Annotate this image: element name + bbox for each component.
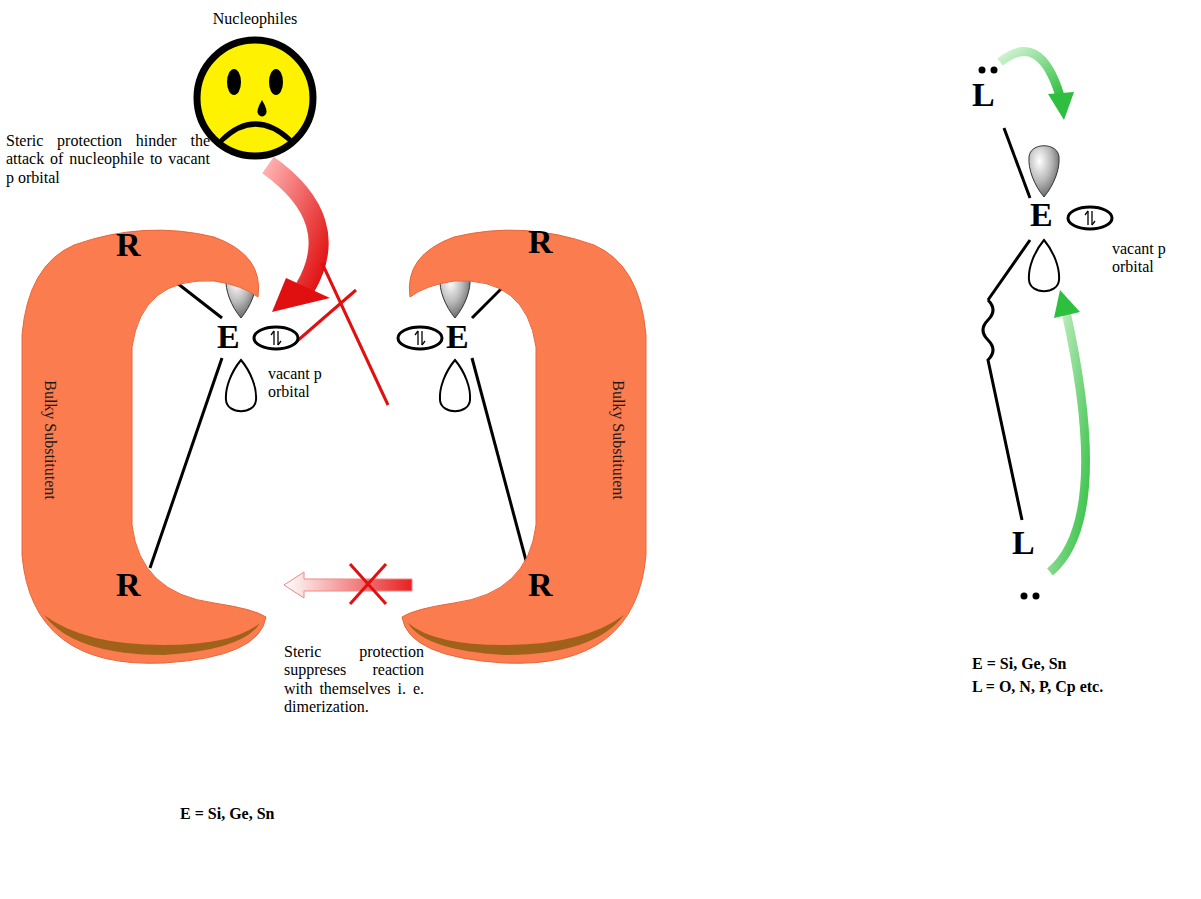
bulky-substituent: Bulky Substitutent <box>398 225 654 667</box>
atom-label: R <box>116 568 156 602</box>
atom-label: R <box>528 225 568 259</box>
note-text: Steric protection hinder the attack of n… <box>6 132 210 187</box>
atom-label: E <box>217 320 257 354</box>
atom-label: R <box>528 568 568 602</box>
atom-label: L <box>1012 526 1052 560</box>
element-list: L = O, N, P, Cp etc. <box>972 678 1172 696</box>
orbital-label: vacant p orbital <box>268 365 338 402</box>
atom-label: E <box>446 320 486 354</box>
vertical-label: Bulky Substitutent <box>41 380 59 500</box>
element-list: E = Si, Ge, Sn <box>972 655 1132 673</box>
element-list: E = Si, Ge, Sn <box>180 805 340 823</box>
atom-label: E <box>1030 198 1070 232</box>
heading-label: Nucleophiles <box>195 10 315 28</box>
note-text: Steric protection suppreses reaction wit… <box>284 643 424 717</box>
atom-label: R <box>116 228 156 262</box>
vertical-label: Bulky Substitutent <box>609 380 627 500</box>
bulky-substituent: Bulky Substitutent <box>14 225 270 667</box>
orbital-label: vacant p orbital <box>1112 240 1184 277</box>
atom-label: L <box>972 78 1012 112</box>
